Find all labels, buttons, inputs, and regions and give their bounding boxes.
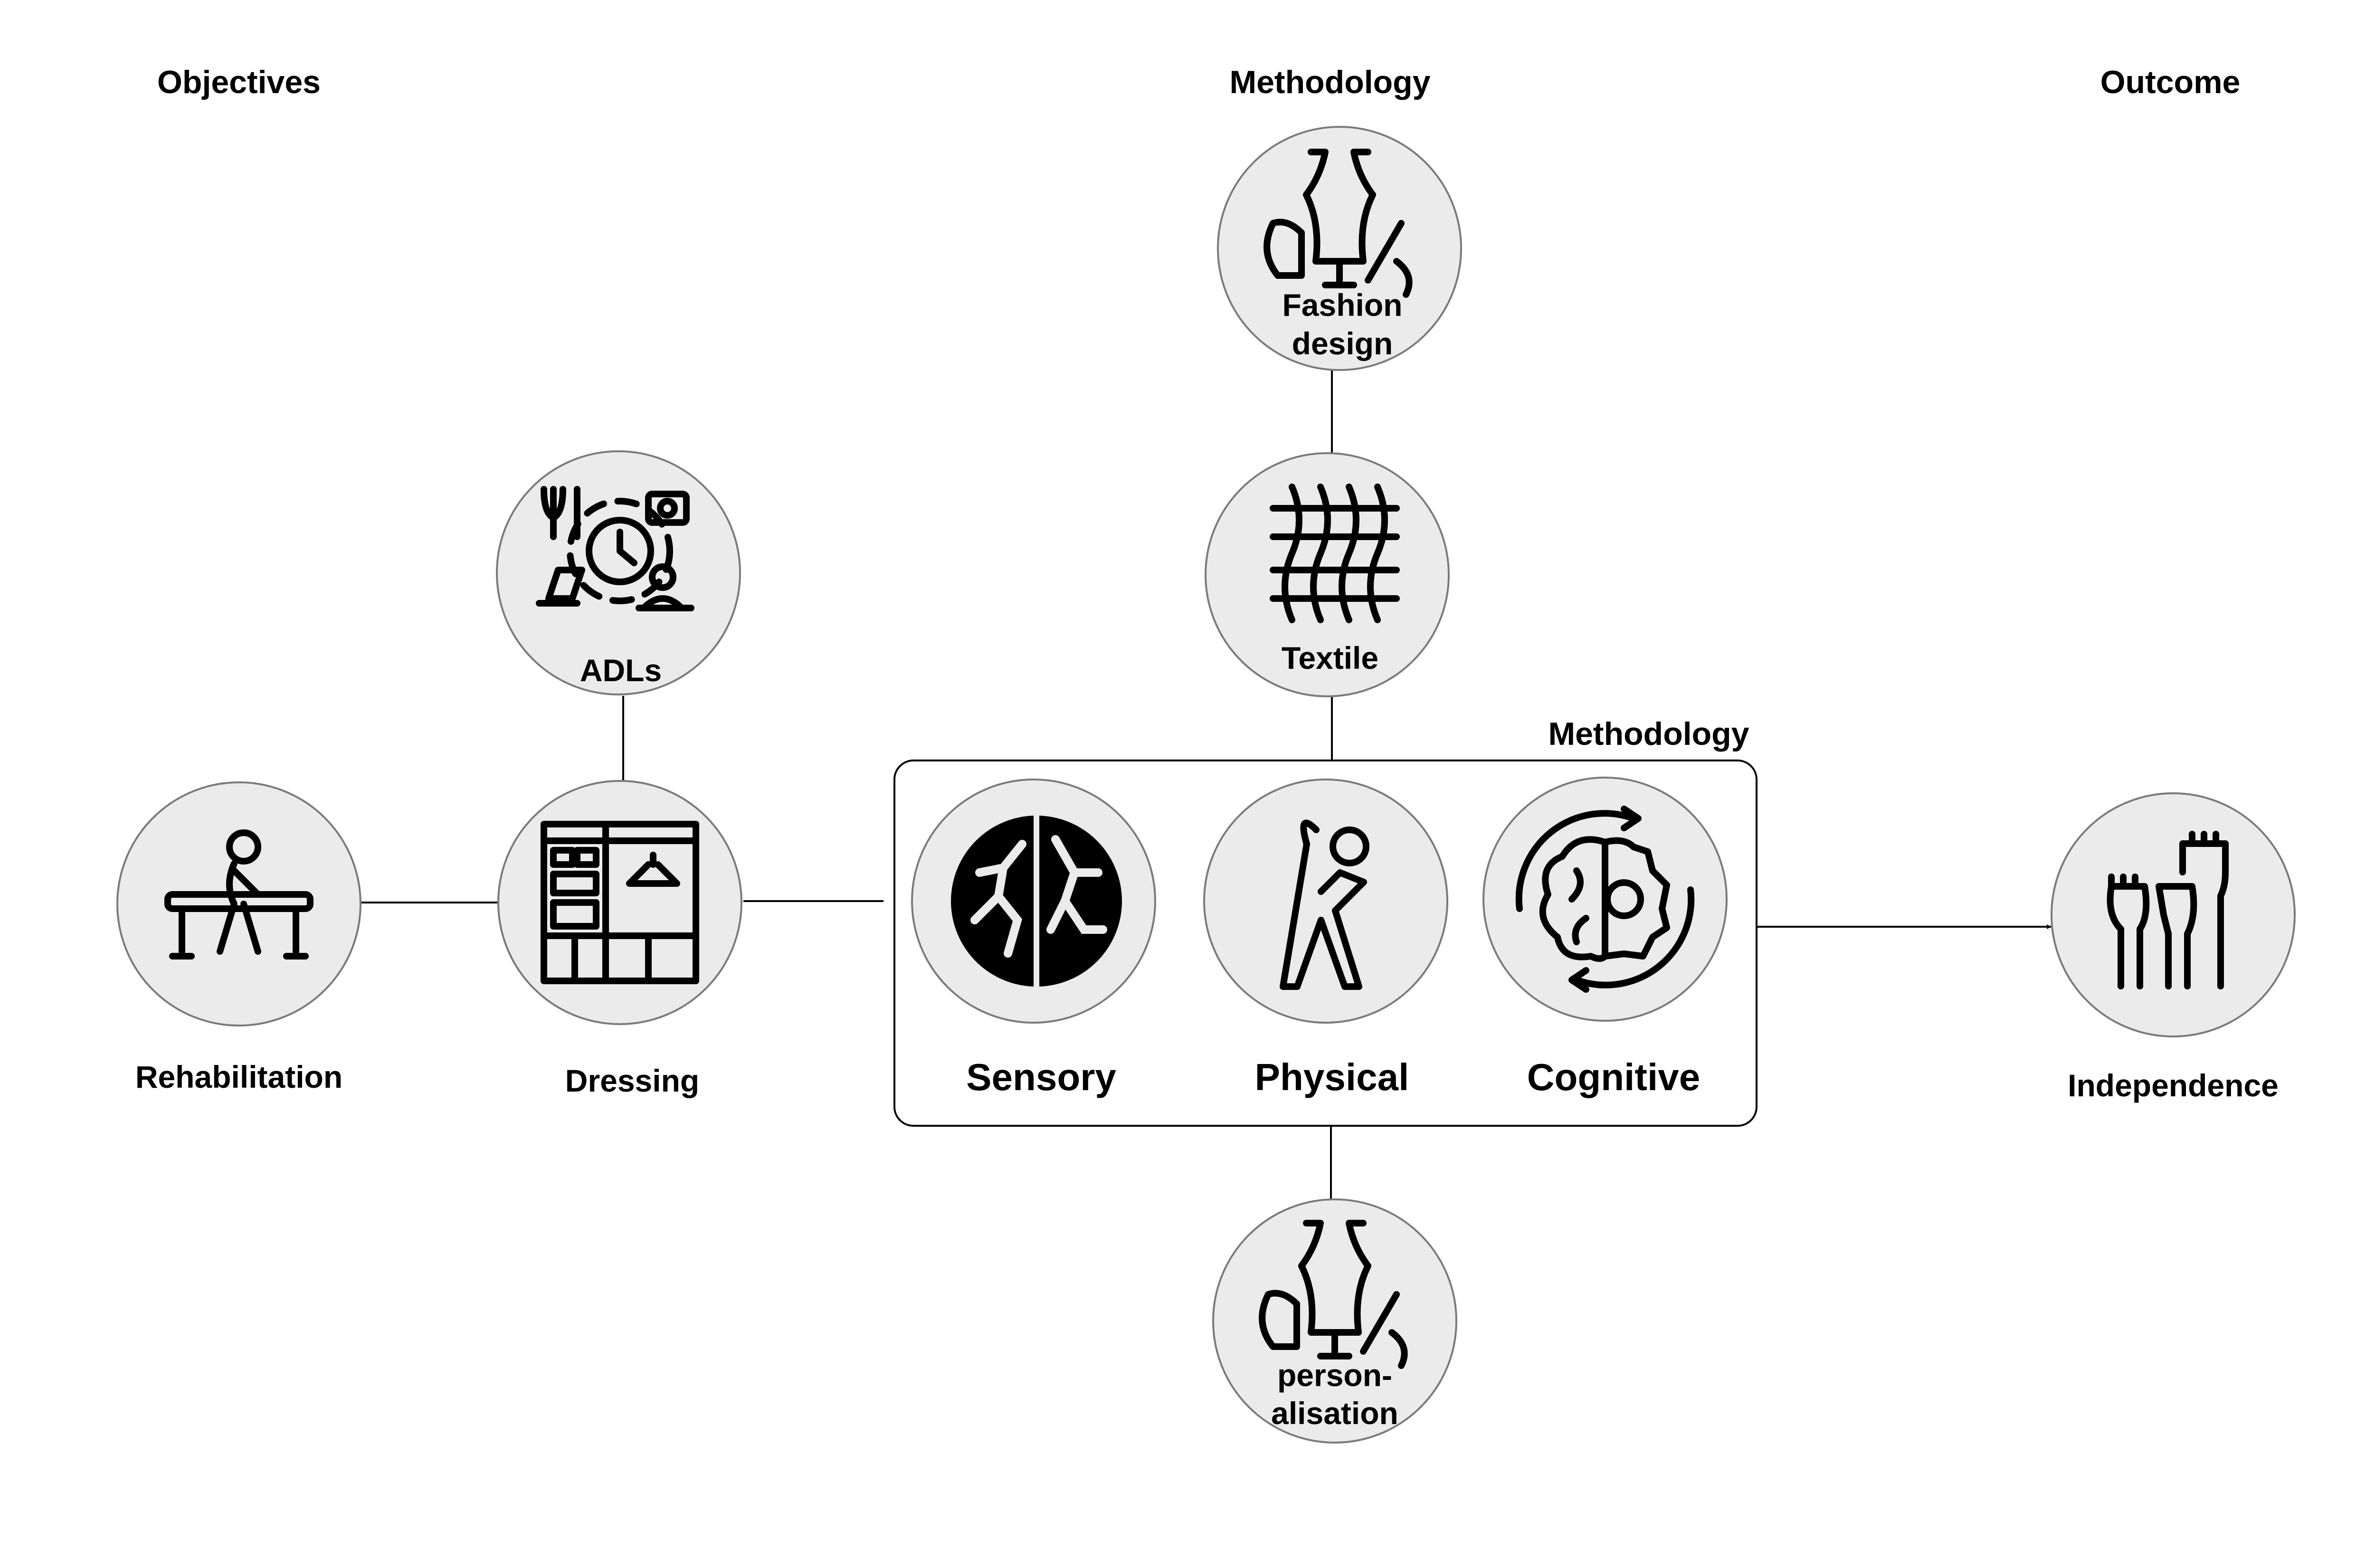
textile-label: Textile (1282, 640, 1378, 675)
rehab-walking-bars-icon (164, 829, 314, 960)
fashion-label-line2: design (1292, 326, 1393, 361)
personalisation-label-line2: alisation (1271, 1396, 1398, 1431)
brain-gear-icon (1515, 806, 1695, 993)
fashion-label-line1: Fashion (1282, 287, 1402, 323)
daily-activities-icon (536, 486, 694, 611)
node-physical: Physical (1203, 779, 1448, 1098)
rehabilitation-label: Rehabilitation (135, 1059, 342, 1094)
node-textile: Textile (1205, 452, 1450, 697)
node-dressing: Dressing (497, 780, 742, 1098)
node-rehabilitation: Rehabilitation (116, 781, 361, 1094)
header-outcome: Outcome (2100, 64, 2241, 100)
sensory-label: Sensory (966, 1056, 1116, 1098)
independence-label: Independence (2068, 1068, 2279, 1103)
header-methodology: Methodology (1229, 64, 1430, 100)
dress-form-icon (1264, 149, 1413, 298)
methodology-box-label: Methodology (1548, 716, 1749, 752)
wardrobe-icon (541, 821, 699, 984)
node-independence: Independence (2051, 792, 2296, 1103)
stretching-person-icon (1280, 819, 1369, 990)
sensory-nerve-icon (951, 816, 1122, 987)
node-adls: ADLs (496, 450, 741, 695)
personalisation-label-line1: person- (1277, 1358, 1392, 1393)
node-fashion-design: Fashion design (1217, 126, 1462, 371)
dressing-label: Dressing (565, 1063, 699, 1098)
woven-fabric-icon (1270, 484, 1400, 623)
node-sensory: Sensory (911, 779, 1156, 1098)
dress-form-icon (1259, 1220, 1408, 1369)
physical-label: Physical (1255, 1056, 1409, 1098)
node-personalisation: person- alisation (1212, 1198, 1457, 1444)
node-cognitive: Cognitive (1482, 777, 1728, 1098)
cognitive-label: Cognitive (1527, 1056, 1700, 1098)
raised-fists-icon (2107, 831, 2229, 989)
header-objectives: Objectives (157, 64, 321, 100)
adls-label: ADLs (580, 653, 662, 688)
